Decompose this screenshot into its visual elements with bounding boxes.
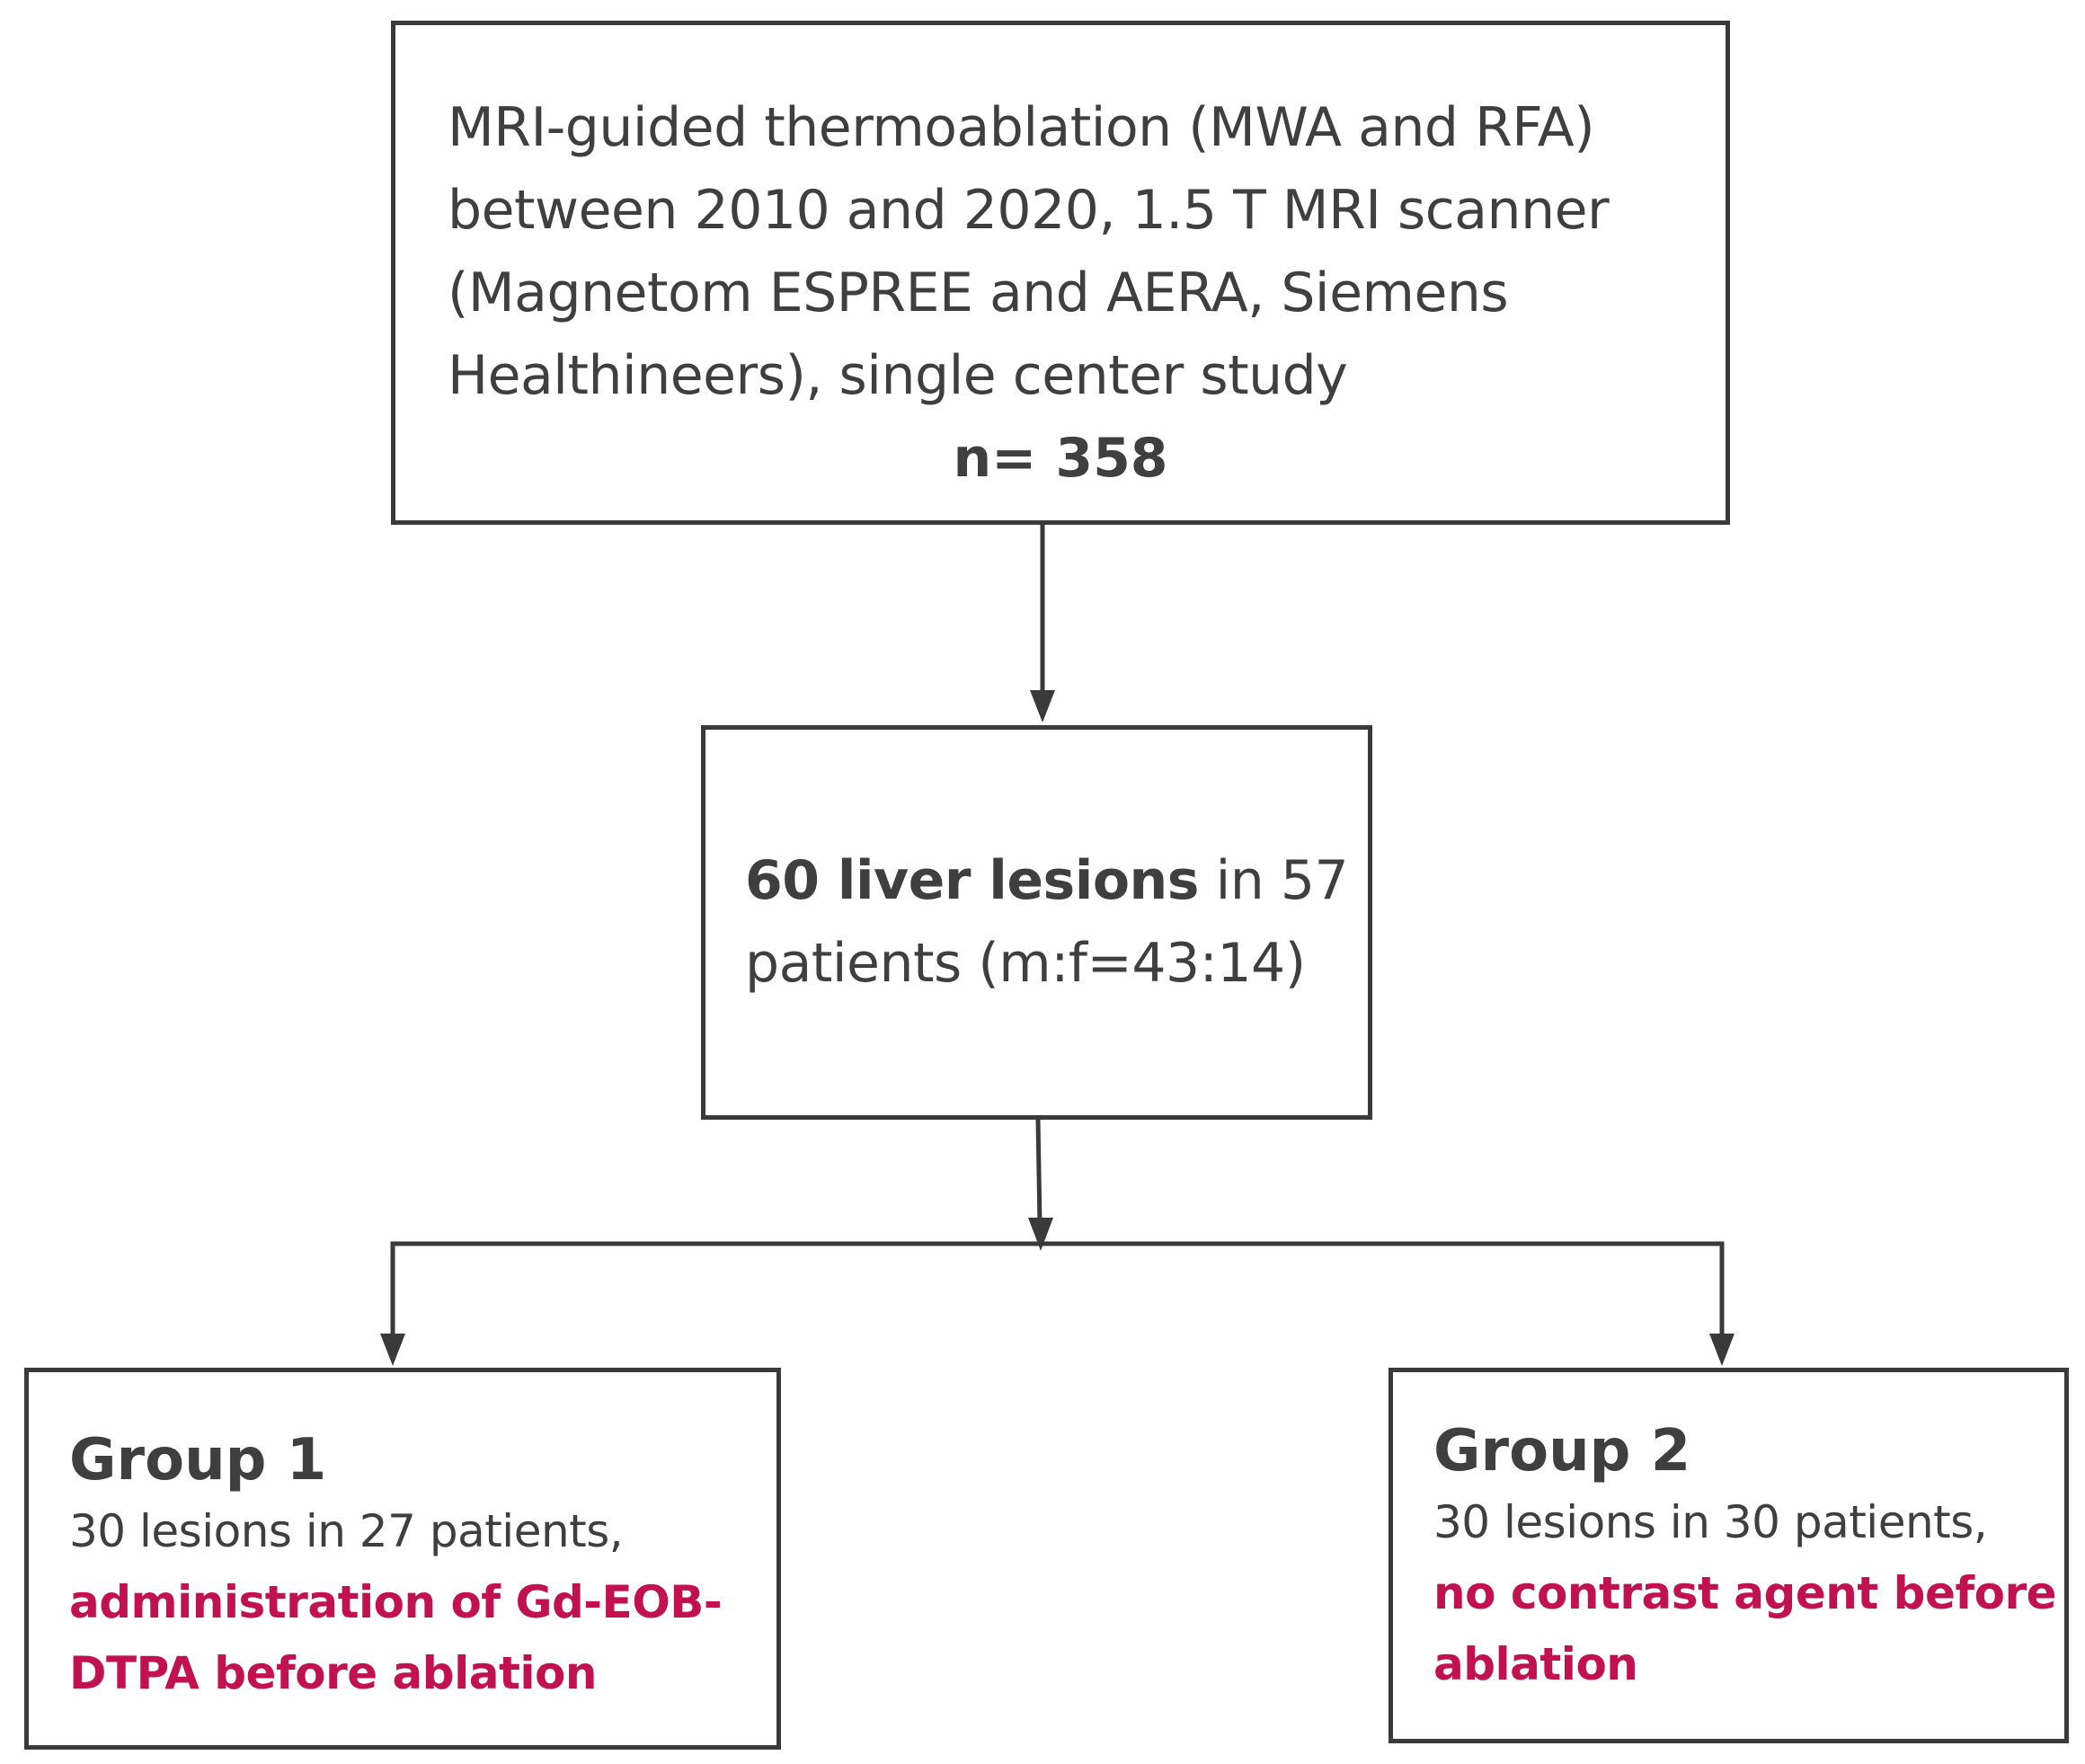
group1-body: 30 lesions in 27 patients, administratio… bbox=[69, 1496, 752, 1709]
group2-detail: 30 lesions in 30 patients, bbox=[1433, 1496, 1988, 1548]
group2-title: Group 2 bbox=[1433, 1418, 1691, 1485]
arrowhead-group1 bbox=[380, 1334, 405, 1366]
group2-note: no contrast agent before ablation bbox=[1433, 1567, 2057, 1690]
study-population-box: MRI-guided thermoablation (MWA and RFA) … bbox=[391, 21, 1730, 525]
study-description: MRI-guided thermoablation (MWA and RFA) … bbox=[448, 96, 1610, 407]
lesions-patients: in 57 patients (m:f=43:14) bbox=[745, 849, 1349, 995]
group1-title: Group 1 bbox=[69, 1427, 327, 1494]
group2-box: Group 2 30 lesions in 30 patients, no co… bbox=[1389, 1368, 2069, 1743]
arrowhead-split bbox=[1028, 1218, 1053, 1251]
arrowhead-middle bbox=[1030, 690, 1055, 722]
group1-box: Group 1 30 lesions in 27 patients, admin… bbox=[24, 1368, 781, 1750]
lesions-count: 60 liver lesions bbox=[745, 849, 1200, 912]
study-count: n= 358 bbox=[953, 427, 1168, 490]
arrowhead-group2 bbox=[1709, 1334, 1735, 1366]
group1-note: administration of Gd-EOB-DTPA before abl… bbox=[69, 1576, 723, 1699]
split-line bbox=[390, 1241, 1725, 1342]
lesions-box: 60 liver lesions in 57 patients (m:f=43:… bbox=[701, 725, 1372, 1120]
group1-detail: 30 lesions in 27 patients, bbox=[69, 1505, 624, 1557]
arrow-middle-to-split bbox=[1035, 1119, 1042, 1225]
group2-body: 30 lesions in 30 patients, no contrast a… bbox=[1433, 1487, 2063, 1700]
lesions-text: 60 liver lesions in 57 patients (m:f=43:… bbox=[745, 839, 1356, 1005]
